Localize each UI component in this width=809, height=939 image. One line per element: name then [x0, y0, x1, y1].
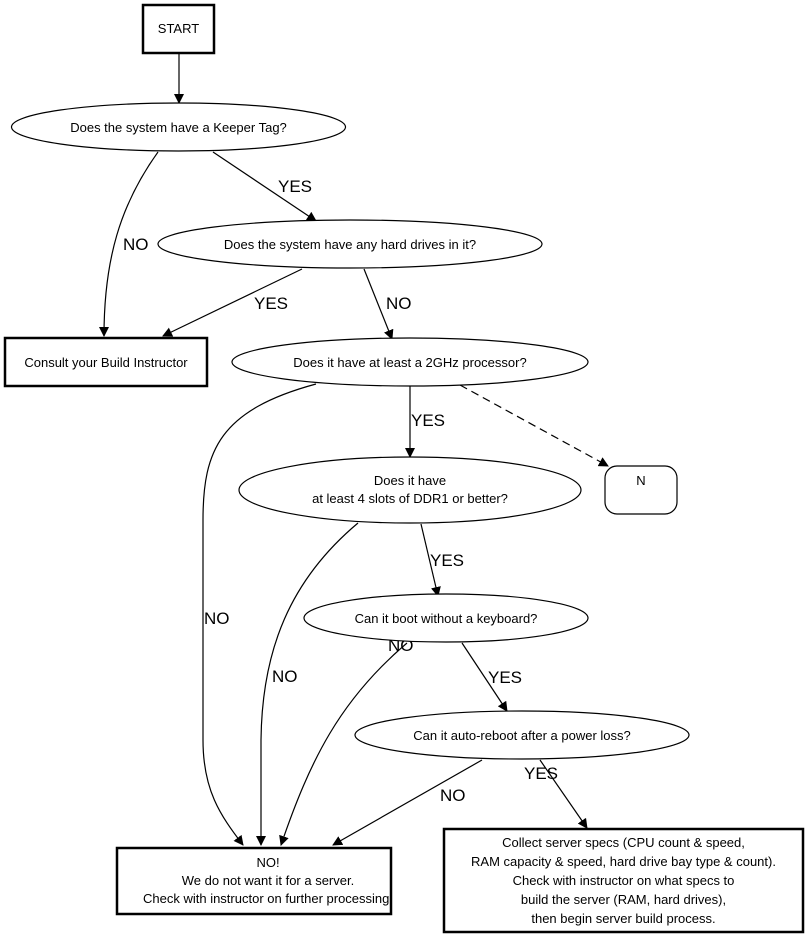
- node-keyboard-decision[interactable]: Can it boot without a keyboard?: [303, 593, 589, 643]
- edge-label-no: NO: [440, 786, 466, 805]
- edge-keyboard-auto: [461, 642, 508, 712]
- node-label: Check with instructor on what specs to: [513, 873, 735, 888]
- edge-ddr-keyboard: [420, 523, 441, 597]
- edge-keeper-harddrives: [212, 151, 317, 222]
- node-auto-reboot-decision[interactable]: Can it auto-reboot after a power loss?: [354, 710, 690, 760]
- edge-processor-reject: [202, 383, 317, 846]
- node-keeper-tag-decision[interactable]: Does the system have a Keeper Tag?: [10, 102, 347, 152]
- edge-label-yes: YES: [430, 551, 464, 570]
- edge-ddr-reject: [256, 522, 359, 846]
- edge-auto-reject: [332, 759, 483, 846]
- node-label: Can it boot without a keyboard?: [355, 611, 538, 626]
- node-label: RAM capacity & speed, hard drive bay typ…: [471, 854, 776, 869]
- edge-label-no: NO: [386, 294, 412, 313]
- edge-keeper-consult: [99, 151, 159, 337]
- edge-auto-collect: [539, 759, 588, 829]
- node-label: at least 4 slots of DDR1 or better?: [312, 491, 508, 506]
- node-n[interactable]: N: [604, 465, 678, 515]
- node-label: build the server (RAM, hard drives),: [521, 892, 726, 907]
- node-label: We do not want it for a server.: [182, 873, 354, 888]
- node-label: Check with instructor on further process…: [143, 891, 393, 906]
- edge-label-yes: YES: [278, 177, 312, 196]
- node-label: Consult your Build Instructor: [24, 355, 188, 370]
- edge-processor-n: [459, 384, 609, 467]
- node-start[interactable]: START: [141, 3, 216, 55]
- edge-label-yes: YES: [488, 668, 522, 687]
- node-label: Collect server specs (CPU count & speed,: [502, 835, 745, 850]
- node-consult-instructor[interactable]: Consult your Build Instructor: [3, 336, 209, 388]
- node-reject-server[interactable]: NO! We do not want it for a server. Chec…: [115, 846, 393, 916]
- node-collect-specs[interactable]: Collect server specs (CPU count & speed,…: [442, 827, 805, 934]
- node-label: then begin server build process.: [531, 911, 715, 926]
- node-label: Does the system have a Keeper Tag?: [70, 120, 287, 135]
- node-label: Does it have at least a 2GHz processor?: [293, 355, 526, 370]
- node-label: Does the system have any hard drives in …: [224, 237, 476, 252]
- node-label: Can it auto-reboot after a power loss?: [413, 728, 631, 743]
- edge-label-no: NO: [204, 609, 230, 628]
- node-label: START: [158, 21, 199, 36]
- edge-label-yes: YES: [524, 764, 558, 783]
- node-label: Does it have: [374, 473, 446, 488]
- edge-label-no: NO: [123, 235, 149, 254]
- node-processor-decision[interactable]: Does it have at least a 2GHz processor?: [231, 337, 589, 387]
- node-label: NO!: [256, 855, 279, 870]
- edge-keyboard-reject: [279, 642, 408, 846]
- edge-label-yes: YES: [411, 411, 445, 430]
- node-hard-drives-decision[interactable]: Does the system have any hard drives in …: [157, 219, 543, 269]
- edge-label-no: NO: [272, 667, 298, 686]
- node-label: N: [636, 473, 645, 488]
- node-ddr-decision[interactable]: Does it have at least 4 slots of DDR1 or…: [238, 456, 582, 524]
- edge-harddrives-consult: [162, 268, 303, 337]
- edge-label-yes: YES: [254, 294, 288, 313]
- edge-harddrives-processor: [363, 268, 394, 340]
